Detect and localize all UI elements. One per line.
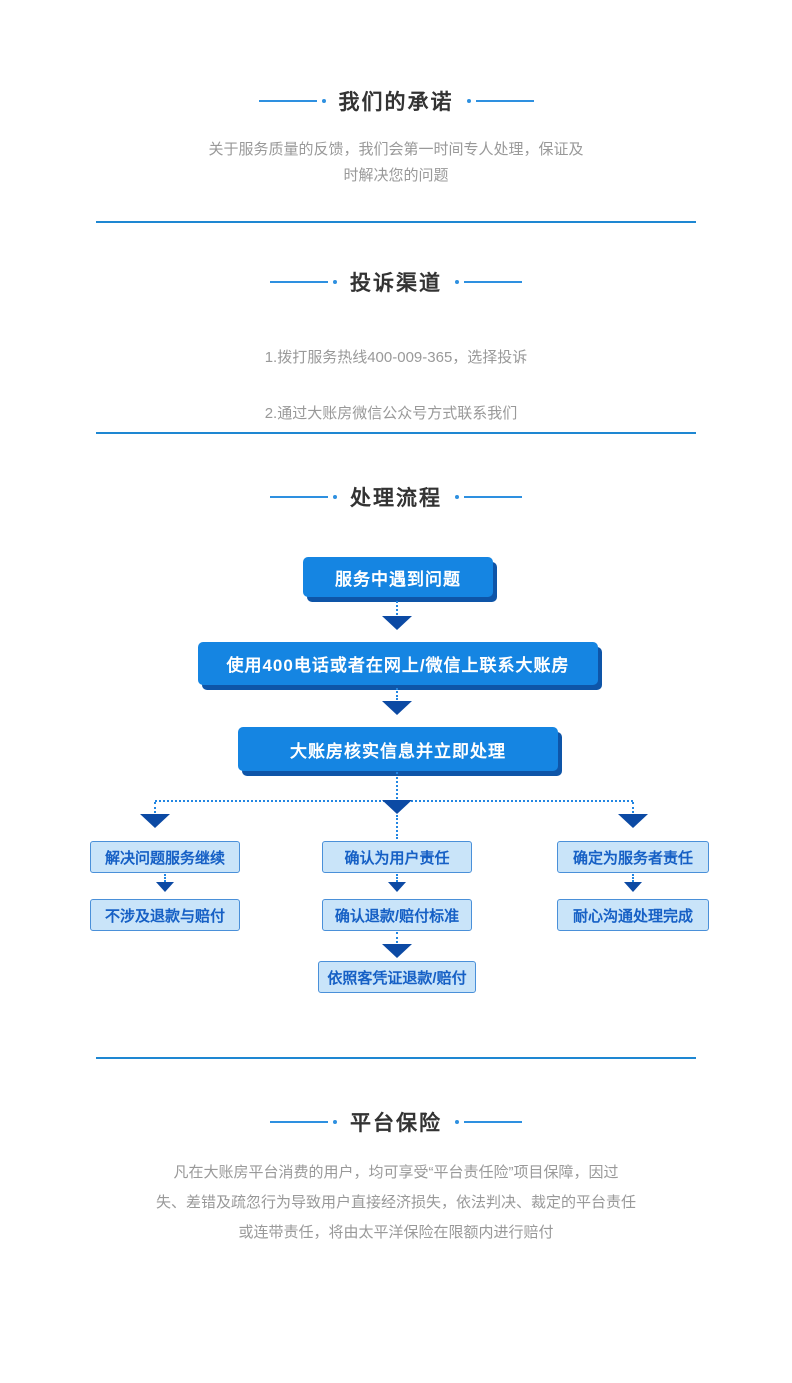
- title-dot-left: [333, 495, 337, 499]
- insurance-title: 平台保险: [350, 1112, 442, 1135]
- arrow-down-icon: [382, 944, 412, 958]
- section-title-promise: 我们的承诺: [0, 88, 792, 114]
- title-line-right: [475, 100, 534, 102]
- arrow-down-icon: [388, 882, 406, 892]
- branch-middle-refund-by-voucher: 依照客凭证退款/赔付: [318, 961, 476, 993]
- arrow-down-icon: [382, 616, 412, 630]
- flow-step-problem: 服务中遇到问题: [303, 557, 493, 597]
- arrow-down-icon: [140, 814, 170, 828]
- title-line-left: [270, 496, 328, 498]
- flow-step-contact: 使用400电话或者在网上/微信上联系大账房: [198, 642, 598, 685]
- title-dot-right: [466, 99, 471, 103]
- dotted-connector: [164, 874, 166, 882]
- branch-middle-user-resp: 确认为用户责任: [322, 841, 472, 873]
- section-title-channels: 投诉渠道: [0, 269, 792, 295]
- section-divider: [96, 221, 696, 223]
- channel-item-phone: 1.拨打服务热线400-009-365，选择投诉: [264, 349, 528, 366]
- branch-middle-refund-standard: 确认退款/赔付标准: [322, 899, 472, 931]
- branch-right-provider-resp: 确定为服务者责任: [557, 841, 709, 873]
- dotted-connector: [396, 601, 398, 615]
- section-divider: [96, 432, 696, 434]
- promise-body: 关于服务质量的反馈，我们会第一时间专人处理，保证及 时解决您的问题: [208, 141, 584, 184]
- dotted-connector: [396, 688, 398, 700]
- title-line-left: [258, 100, 317, 102]
- section-divider: [96, 1057, 696, 1059]
- arrow-down-icon: [618, 814, 648, 828]
- branch-left-solved: 解决问题服务继续: [90, 841, 240, 873]
- flow-step-verify: 大账房核实信息并立即处理: [238, 727, 558, 771]
- arrow-down-icon: [624, 882, 642, 892]
- title-dot-left: [321, 99, 326, 103]
- section-title-process: 处理流程: [0, 484, 792, 510]
- dotted-connector: [632, 802, 634, 813]
- title-dot-right: [455, 280, 459, 284]
- dotted-connector: [396, 874, 398, 882]
- channels-title: 投诉渠道: [350, 272, 442, 295]
- title-dot-left: [333, 1120, 337, 1124]
- channel-item-wechat: 2.通过大账房微信公众号方式联系我们: [264, 405, 518, 422]
- title-dot-right: [455, 495, 459, 499]
- branch-left-no-refund: 不涉及退款与赔付: [90, 899, 240, 931]
- title-dot-left: [333, 280, 337, 284]
- channel-list: 1.拨打服务热线400-009-365，选择投诉 2.通过大账房微信公众号方式联…: [0, 316, 792, 456]
- promise-title: 我们的承诺: [338, 91, 454, 114]
- dotted-connector: [396, 932, 398, 943]
- process-title: 处理流程: [350, 487, 442, 510]
- title-line-right: [464, 281, 522, 283]
- arrow-down-icon: [382, 800, 412, 814]
- branch-right-communication-done: 耐心沟通处理完成: [557, 899, 709, 931]
- title-line-left: [270, 1121, 328, 1123]
- dotted-connector: [154, 802, 156, 813]
- dotted-connector: [396, 815, 398, 839]
- arrow-down-icon: [156, 882, 174, 892]
- title-line-right: [464, 1121, 522, 1123]
- title-line-left: [270, 281, 328, 283]
- title-line-right: [464, 496, 522, 498]
- dotted-connector: [396, 772, 398, 799]
- title-dot-right: [455, 1120, 459, 1124]
- insurance-body: 凡在大账房平台消费的用户，均可享受“平台责任险”项目保障，因过 失、差错及疏忽行…: [155, 1164, 636, 1241]
- section-title-insurance: 平台保险: [0, 1109, 792, 1135]
- dotted-connector: [632, 874, 634, 882]
- arrow-down-icon: [382, 701, 412, 715]
